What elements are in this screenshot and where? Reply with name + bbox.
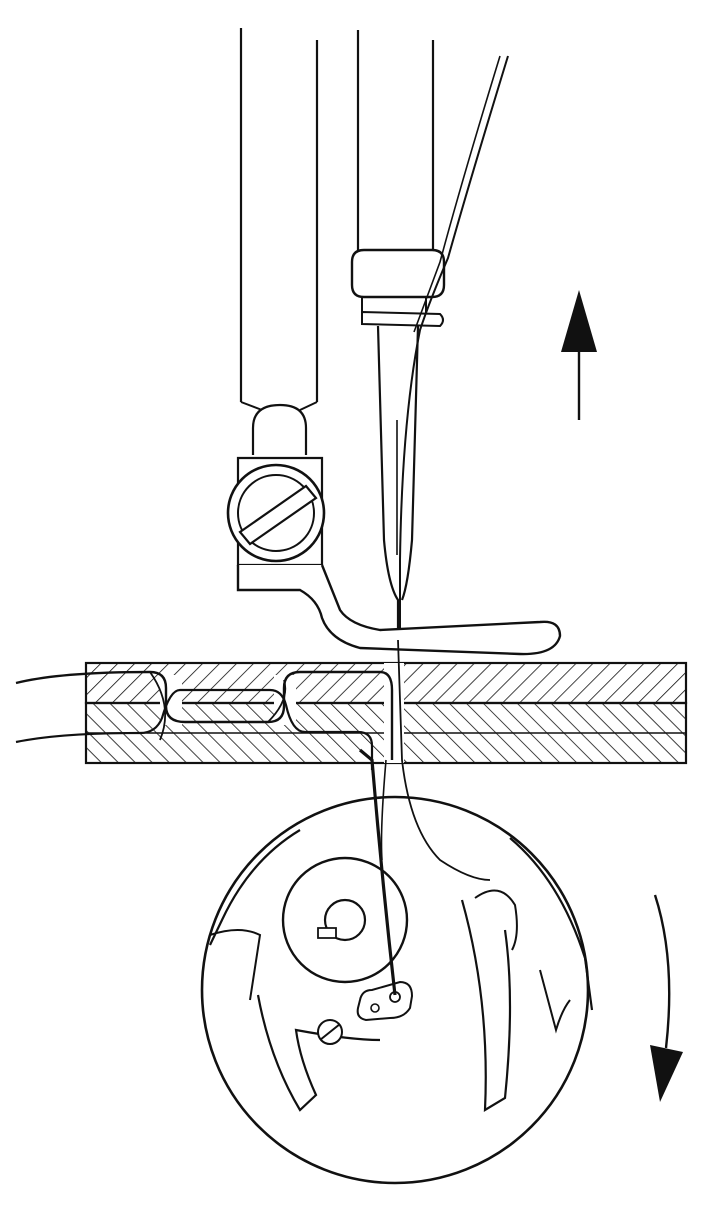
needle — [376, 325, 420, 635]
arrow-up-icon — [561, 290, 597, 420]
upper-thread — [399, 55, 509, 640]
interlocked-stitches — [15, 670, 394, 770]
bobbin-thread — [358, 639, 491, 996]
presser-bar — [239, 28, 319, 455]
bobbin-case — [281, 856, 414, 1045]
fabric-layers — [84, 661, 688, 765]
curved-arrow-icon — [650, 894, 683, 1102]
thumb-screw — [226, 463, 326, 563]
needle-bar — [356, 30, 435, 256]
